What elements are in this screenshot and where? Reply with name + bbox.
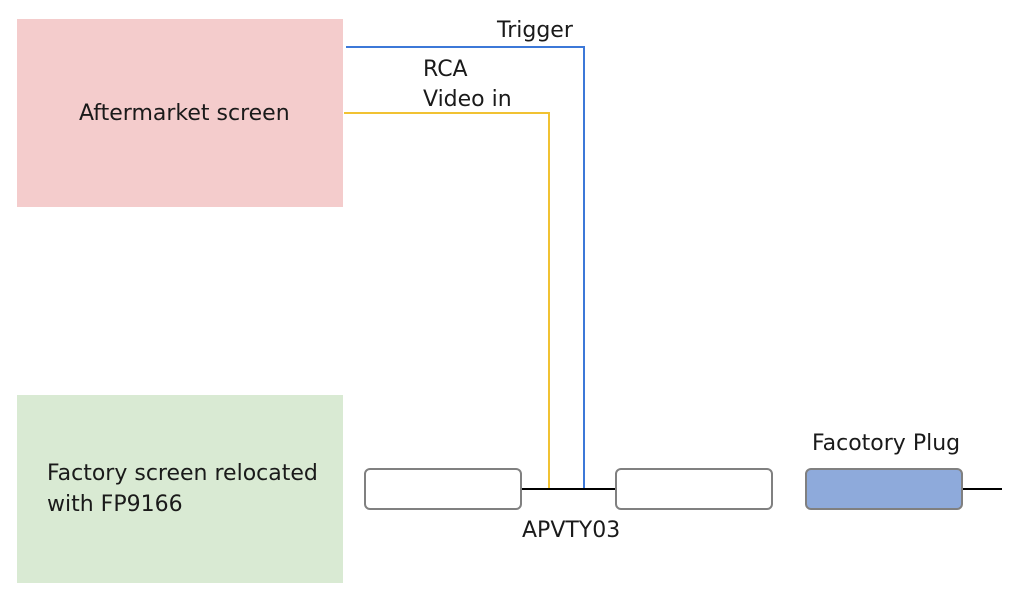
factory-screen-label: Factory screen relocated with FP9166 bbox=[47, 461, 318, 517]
rca-video-wire bbox=[344, 112, 550, 489]
factory-screen-box: Factory screen relocated with FP9166 bbox=[17, 395, 343, 583]
apvty03-right-connector bbox=[615, 468, 773, 510]
aftermarket-screen-box: Aftermarket screen bbox=[17, 19, 343, 207]
apvty03-left-connector bbox=[364, 468, 522, 510]
factory-plug-connector bbox=[805, 468, 963, 510]
apvty03-label: APVTY03 bbox=[522, 518, 621, 543]
trigger-wire bbox=[346, 46, 585, 489]
factory-plug-label: Facotory Plug bbox=[812, 431, 961, 456]
trigger-label: Trigger bbox=[497, 18, 573, 43]
rca-video-in-label: RCA Video in bbox=[423, 57, 512, 112]
aftermarket-screen-label: Aftermarket screen bbox=[79, 100, 290, 126]
